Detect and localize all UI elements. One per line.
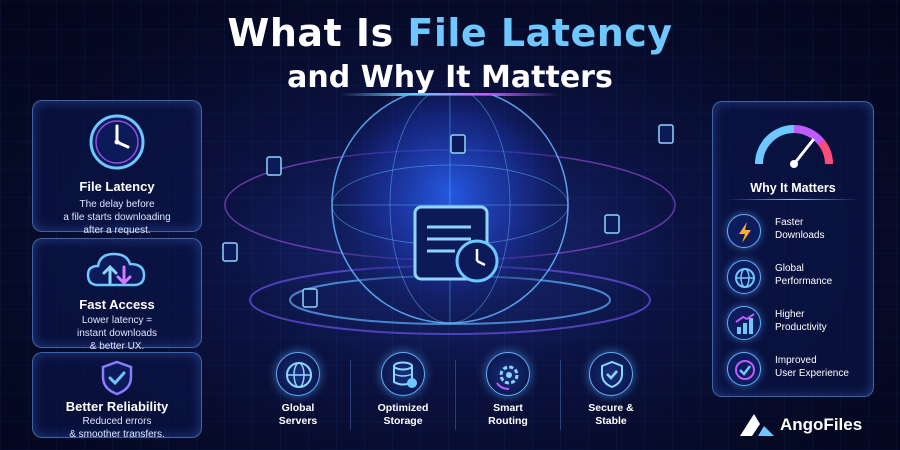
cloud-transfer-icon — [86, 252, 146, 287]
feature-optimized-storage: Optimized Storage — [358, 352, 448, 428]
divider — [560, 360, 561, 430]
desc-line: & better UX. — [89, 341, 145, 352]
label-line: Improved — [775, 355, 817, 366]
card-fast-access: Fast Access Lower latency = instant down… — [32, 238, 202, 352]
label-line: Global — [775, 263, 804, 274]
document-icon — [604, 214, 620, 234]
benefit-higher-productivity: Higher Productivity — [727, 306, 872, 340]
globe-illustration — [222, 95, 676, 335]
label-line: Faster — [775, 217, 804, 228]
brand-name: AngoFiles — [780, 415, 863, 434]
globe-icon — [276, 352, 320, 396]
shield-check-icon — [589, 352, 633, 396]
card-better-reliability: Better Reliability Reduced errors & smoo… — [32, 352, 202, 441]
card-description: Lower latency = instant downloads & bett… — [33, 314, 201, 353]
document-icon — [302, 288, 318, 308]
benefit-label: Faster Downloads — [775, 216, 824, 242]
why-it-matters-panel: Why It Matters Faster Downloads Global P… — [712, 101, 874, 397]
panel-heading: Why It Matters — [750, 181, 836, 195]
feature-label: Smart Routing — [463, 402, 553, 428]
page-title: What Is File Latency and Why It Matters — [0, 10, 900, 98]
label-line: User Experience — [775, 368, 849, 379]
desc-line: a file starts downloading — [63, 212, 171, 223]
title-line-1: What Is File Latency — [0, 10, 900, 56]
card-heading: Fast Access — [79, 297, 155, 312]
ango-logo — [740, 414, 774, 436]
globe-icon — [727, 260, 761, 294]
heading-underline — [727, 199, 859, 200]
gear-routing-icon — [486, 352, 530, 396]
document-icon — [266, 156, 282, 176]
clock-icon — [89, 114, 145, 170]
benefit-faster-downloads: Faster Downloads — [727, 214, 872, 248]
desc-line: & smoother transfers. — [69, 429, 165, 440]
label-line: Downloads — [775, 230, 825, 241]
label-line: Optimized — [377, 402, 429, 414]
speedometer-icon — [755, 125, 833, 168]
benefit-improved-ux: Improved User Experience — [727, 352, 872, 386]
label-line: Secure & — [588, 402, 634, 414]
desc-line: after a request. — [83, 225, 151, 236]
label-line: Performance — [775, 276, 833, 287]
check-circle-icon — [727, 352, 761, 386]
database-icon — [381, 352, 425, 396]
desc-line: The delay before — [79, 199, 155, 210]
label-line: Productivity — [775, 322, 827, 333]
card-description: Reduced errors & smoother transfers. — [33, 415, 201, 441]
card-heading: Better Reliability — [65, 399, 169, 414]
feature-label: Global Servers — [253, 402, 343, 428]
title-accent: File Latency — [407, 11, 673, 55]
benefit-global-performance: Global Performance — [727, 260, 872, 294]
feature-label: Optimized Storage — [358, 402, 448, 428]
label-line: Stable — [595, 415, 627, 427]
feature-label: Secure & Stable — [566, 402, 656, 428]
label-line: Routing — [488, 415, 528, 427]
document-icon — [450, 134, 466, 154]
lightning-icon — [727, 214, 761, 248]
document-icon — [222, 242, 238, 262]
benefit-label: Improved User Experience — [775, 354, 849, 380]
card-heading: File Latency — [79, 179, 155, 194]
label-line: Smart — [493, 402, 523, 414]
label-line: Servers — [278, 415, 318, 427]
feature-global-servers: Global Servers — [253, 352, 343, 428]
desc-line: instant downloads — [76, 328, 158, 339]
divider — [455, 360, 456, 430]
card-description: The delay before a file starts downloadi… — [33, 198, 201, 237]
benefit-label: Higher Productivity — [775, 308, 827, 334]
title-line-2: and Why It Matters — [287, 60, 613, 95]
label-line: Global — [281, 402, 315, 414]
bar-chart-icon — [727, 306, 761, 340]
feature-smart-routing: Smart Routing — [463, 352, 553, 428]
label-line: Higher — [775, 309, 805, 320]
document-icon — [658, 124, 674, 144]
benefit-label: Global Performance — [775, 262, 832, 288]
title-prefix: What Is — [227, 11, 408, 55]
card-file-latency: File Latency The delay before a file sta… — [32, 100, 202, 236]
shield-check-icon — [101, 360, 133, 396]
desc-line: Lower latency = — [81, 315, 153, 326]
desc-line: Reduced errors — [82, 416, 152, 427]
divider — [350, 360, 351, 430]
document-clock-icon — [413, 205, 499, 283]
label-line: Storage — [383, 415, 423, 427]
feature-secure-stable: Secure & Stable — [566, 352, 656, 428]
